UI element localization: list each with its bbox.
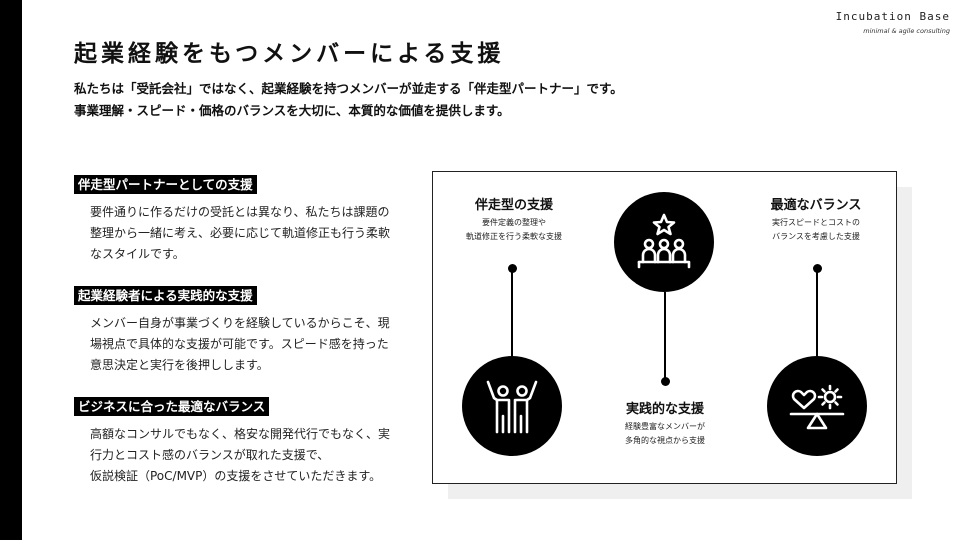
point-body-line: 意思決定と実行を後押しします。 — [90, 358, 269, 372]
point-body-line: なスタイルです。 — [90, 247, 185, 261]
label-balance: 最適なバランス 実行スピードとコストの バランスを考慮した支援 — [743, 194, 889, 244]
team-cheer-icon — [486, 380, 538, 434]
connector-dot-center — [660, 377, 670, 386]
label-sub-line: 実行スピードとコストの — [772, 218, 860, 227]
circle-center — [614, 192, 714, 292]
connector-line-center — [664, 292, 666, 382]
circle-right — [767, 356, 867, 456]
brand-tagline: minimal & agile consulting — [863, 27, 950, 35]
point-balance: ビジネスに合った最適なバランス 高額なコンサルでもなく、格安な開発代行でもなく、… — [74, 396, 434, 487]
lead-text: 私たちは「受託会社」ではなく、起業経験を持つメンバーが並走する「伴走型パートナー… — [74, 78, 623, 122]
label-partner: 伴走型の支援 要件定義の整理や 軌道修正を行う柔軟な支援 — [441, 194, 587, 244]
label-sub-line: 多角的な視点から支援 — [625, 436, 705, 445]
label-sub: 要件定義の整理や 軌道修正を行う柔軟な支援 — [441, 216, 587, 244]
left-accent-bar — [0, 0, 22, 540]
point-heading: 伴走型パートナーとしての支援 — [74, 175, 257, 194]
support-diagram: 伴走型の支援 要件定義の整理や 軌道修正を行う柔軟な支援 最適なバランス 実行ス… — [432, 171, 897, 484]
star-team-icon — [637, 213, 691, 269]
label-practical: 実践的な支援 経験豊富なメンバーが 多角的な視点から支援 — [589, 398, 741, 448]
connector-line-right — [816, 268, 818, 358]
point-body-line: 行力とコスト感のバランスが取れた支援で、 — [90, 448, 330, 462]
label-sub-line: 軌道修正を行う柔軟な支援 — [466, 232, 562, 241]
label-sub-line: 経験豊富なメンバーが — [625, 422, 705, 431]
point-heading: 起業経験者による実践的な支援 — [74, 286, 257, 305]
brand-name: Incubation Base — [835, 10, 950, 23]
connector-line-left — [511, 268, 513, 358]
circle-left — [462, 356, 562, 456]
point-practical: 起業経験者による実践的な支援 メンバー自身が事業づくりを経験しているからこそ、現… — [74, 285, 434, 376]
label-sub: 実行スピードとコストの バランスを考慮した支援 — [743, 216, 889, 244]
label-title: 実践的な支援 — [625, 402, 704, 417]
point-body-line: 要件通りに作るだけの受託とは異なり、私たちは課題の — [90, 205, 390, 219]
brand-logo: Incubation Base minimal & agile consulti… — [836, 10, 950, 35]
lead-line-1: 私たちは「受託会社」ではなく、起業経験を持つメンバーが並走する「伴走型パートナー… — [74, 81, 623, 96]
label-title: 伴走型の支援 — [474, 198, 553, 213]
point-heading: ビジネスに合った最適なバランス — [74, 397, 270, 416]
point-body: 高額なコンサルでもなく、格安な開発代行でもなく、実 行力とコスト感のバランスが取… — [90, 424, 430, 487]
point-body-line: 整理から一緒に考え、必要に応じて軌道修正も行う柔軟 — [90, 226, 391, 240]
point-body-line: 仮説検証（PoC/MVP）の支援をさせていただきます。 — [90, 469, 382, 483]
point-body-line: 場視点で具体的な支援が可能です。スピード感を持った — [90, 337, 389, 351]
connector-dot-right — [812, 264, 822, 273]
label-sub: 経験豊富なメンバーが 多角的な視点から支援 — [589, 420, 741, 448]
balance-scale-icon — [789, 384, 845, 430]
label-sub-line: 要件定義の整理や — [482, 218, 546, 227]
label-title: 最適なバランス — [770, 198, 862, 213]
point-body-line: メンバー自身が事業づくりを経験しているからこそ、現 — [90, 316, 390, 330]
connector-dot-left — [507, 264, 517, 273]
page-title: 起業経験をもつメンバーによる支援 — [74, 41, 505, 67]
point-body: 要件通りに作るだけの受託とは異なり、私たちは課題の 整理から一緒に考え、必要に応… — [90, 202, 430, 265]
point-body-line: 高額なコンサルでもなく、格安な開発代行でもなく、実 — [90, 427, 391, 441]
lead-line-2: 事業理解・スピード・価格のバランスを大切に、本質的な価値を提供します。 — [74, 103, 510, 118]
label-sub-line: バランスを考慮した支援 — [772, 232, 860, 241]
point-body: メンバー自身が事業づくりを経験しているからこそ、現 場視点で具体的な支援が可能で… — [90, 313, 430, 376]
point-partner: 伴走型パートナーとしての支援 要件通りに作るだけの受託とは異なり、私たちは課題の… — [74, 174, 434, 265]
